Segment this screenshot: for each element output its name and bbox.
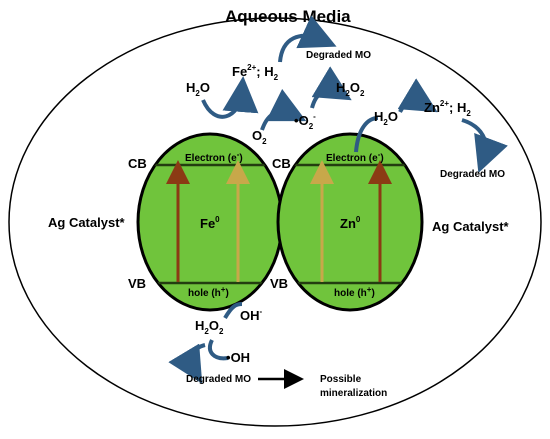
h2o2-bottom-label: H2O2 [195,318,224,336]
h2o-right: H2O [374,109,398,127]
arrow-fe-ion-to-degraded [278,15,337,63]
zn-hole-label: hole (h+) [334,285,375,299]
fe-particle: Electron (e-) Fe0 hole (h+) [136,132,284,312]
mineralization-label: mineralization [320,388,387,399]
arrow-h2o2-to-oh-radical [208,339,229,361]
oh-minus-label: OH- [240,307,263,323]
arrow-h2o-to-fe-ion [201,76,259,119]
fe-hole-label: hole (h+) [188,285,229,299]
ag-catalyst-right: Ag Catalyst* [432,219,510,234]
diagram-title: Aqueous Media [225,7,351,26]
fe-electron-label: Electron (e-) [185,150,243,164]
aqueous-media-boundary [8,17,542,427]
o2-label: O2 [252,128,267,146]
possible-label: Possible [320,374,362,385]
fe-cb-label: CB [128,156,147,171]
zn-cb-label: CB [272,156,291,171]
h2o-left: H2O [186,80,210,98]
degraded-mo-bottom: Degraded MO [186,374,251,385]
fe-ion-label: Fe2+; H2 [232,63,279,82]
fe-label: Fe0 [200,215,220,231]
ag-catalyst-left: Ag Catalyst* [48,215,126,230]
degraded-mo-top-left: Degraded MO [306,50,371,61]
zn-electron-label: Electron (e-) [326,150,384,164]
arrow-zn-to-h2o [354,116,379,153]
zn-vb-label: VB [270,276,288,291]
arrow-vb-to-oh [223,302,243,320]
zn-label: Zn0 [340,215,361,231]
arrow-h2o-to-zn-ion [397,78,438,113]
arrow-to-degraded-bottom [168,343,206,384]
fe-vb-label: VB [128,276,146,291]
zn-particle: Electron (e-) Zn0 hole (h+) [276,132,424,312]
arrow-superoxide-to-h2o2 [310,66,352,109]
oh-radical-label: •OH [226,350,250,365]
h2o2-top-label: H2O2 [336,80,365,98]
arrow-o2-to-superoxide [260,88,307,131]
superoxide-label: •O2- [294,112,316,131]
degraded-mo-top-right: Degraded MO [440,169,505,180]
zn-ion-label: Zn2+; H2 [424,99,471,118]
arrow-zn-ion-to-degraded [461,118,508,173]
